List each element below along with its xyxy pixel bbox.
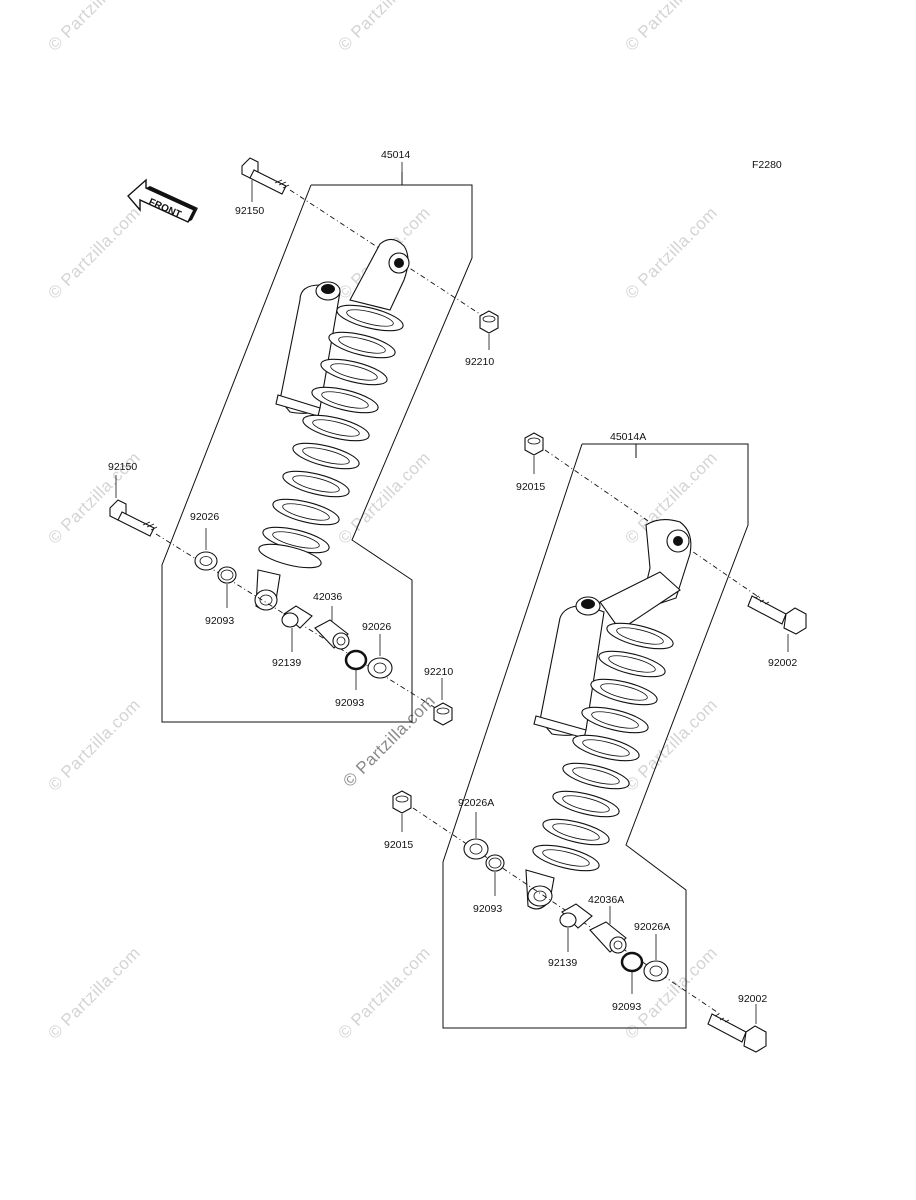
- svg-text:92093: 92093: [612, 1001, 641, 1013]
- oring-92093-left: 92093: [205, 566, 237, 627]
- oring-92093A-right: 92093: [612, 951, 644, 1013]
- watermark-text: © Partzilla.com: [44, 0, 144, 55]
- shock-absorber-45014: [254, 238, 410, 611]
- collar-42036: 42036: [313, 591, 350, 650]
- part-label: 45014A: [610, 431, 646, 443]
- watermark-text: © Partzilla.com: [44, 943, 144, 1043]
- watermark-text: © Partzilla.com: [334, 0, 434, 55]
- front-arrow-icon: FRONT: [127, 178, 198, 223]
- svg-text:92093: 92093: [335, 697, 364, 709]
- assembly-45014A: 45014A 92015 92002: [384, 431, 807, 1053]
- watermark-text: © Partzilla.com: [621, 203, 721, 303]
- washer-92026A-right: 92026A: [634, 921, 670, 982]
- svg-text:92026: 92026: [190, 511, 219, 523]
- watermark-text: © Partzilla.com: [621, 695, 721, 795]
- svg-text:92210: 92210: [465, 356, 494, 368]
- part-label: 45014: [381, 149, 410, 161]
- svg-text:92139: 92139: [548, 957, 577, 969]
- svg-text:92015: 92015: [516, 481, 545, 493]
- bolt-92002-bottom: 92002: [707, 993, 767, 1053]
- svg-text:92093: 92093: [205, 615, 234, 627]
- oring-92093-right: 92093: [335, 649, 368, 709]
- nut-92015-bottom: 92015: [384, 790, 413, 851]
- bolt-92002-top: 92002: [747, 595, 807, 669]
- svg-text:92026: 92026: [362, 621, 391, 633]
- assembly-45014: 45014 92150 92210: [108, 149, 499, 726]
- oring-92093A-left: 92093: [473, 854, 505, 915]
- bolt-92150-top: 92150: [235, 157, 290, 217]
- collar-42036A: 42036A: [588, 894, 627, 954]
- svg-text:42036A: 42036A: [588, 894, 624, 906]
- bushing-92139: 92139: [272, 605, 313, 669]
- svg-text:92139: 92139: [272, 657, 301, 669]
- watermark-text: © Partzilla.com: [44, 203, 144, 303]
- watermark-text: © Partzilla.com: [621, 0, 721, 55]
- washer-92026A-left: 92026A: [458, 797, 494, 860]
- watermark-text: © Partzilla.com: [44, 695, 144, 795]
- shock-absorber-45014A: [525, 519, 692, 910]
- svg-text:92026A: 92026A: [458, 797, 494, 809]
- nut-92015-top: 92015: [516, 432, 545, 493]
- watermark-text: © Partzilla.com: [334, 943, 434, 1043]
- svg-text:92002: 92002: [738, 993, 767, 1005]
- nut-92210-top: 92210: [465, 310, 499, 368]
- bolt-92150-bottom: 92150: [108, 461, 158, 537]
- diagram-code: F2280: [752, 159, 782, 171]
- svg-text:92002: 92002: [768, 657, 797, 669]
- bushing-92139A: 92139: [548, 903, 593, 969]
- nut-92210-bottom: 92210: [424, 666, 453, 726]
- washer-92026-left: 92026: [190, 511, 219, 571]
- svg-text:92210: 92210: [424, 666, 453, 678]
- washer-92026-right: 92026: [362, 621, 393, 679]
- svg-text:92150: 92150: [235, 205, 264, 217]
- svg-text:92093: 92093: [473, 903, 502, 915]
- svg-text:92015: 92015: [384, 839, 413, 851]
- svg-text:92150: 92150: [108, 461, 137, 473]
- svg-text:92026A: 92026A: [634, 921, 670, 933]
- svg-text:42036: 42036: [313, 591, 342, 603]
